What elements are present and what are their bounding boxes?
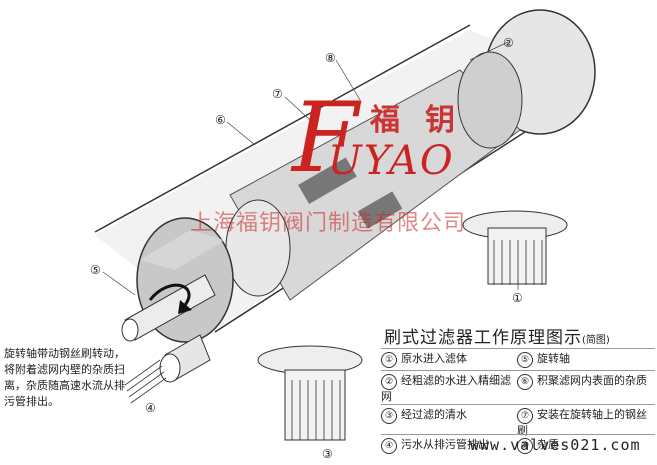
legend-item: ⑤ 旋转轴: [517, 352, 655, 368]
legend-num: ②: [381, 374, 397, 390]
legend-num: ⑦: [517, 408, 533, 424]
legend-divider: [381, 404, 655, 405]
website-url: www.valves021.com: [470, 436, 641, 454]
legend-num: ①: [381, 352, 397, 368]
outlet-pipe: [257, 345, 363, 441]
legend-text: 经粗滤的水进入精细滤网: [381, 374, 511, 403]
legend-text: 经过滤的清水: [401, 408, 467, 421]
legend-num: ④: [381, 438, 397, 454]
brand-char-1: 福: [370, 103, 400, 138]
brand-logo-letter: F: [292, 82, 359, 194]
legend-text: 原水进入滤体: [401, 352, 467, 365]
legend-item: ④ 污水从排污管排出: [381, 438, 511, 454]
callout-2: ②: [503, 36, 514, 50]
legend-item: ⑥ 积聚滤网内表面的杂质: [517, 374, 655, 390]
company-watermark: 上海福钥阀门制造有限公司: [190, 211, 467, 236]
filter-screen: [225, 51, 523, 301]
callout-4: ④: [145, 401, 156, 415]
callout-3: ③: [322, 447, 333, 461]
inlet-pipe: [462, 210, 568, 285]
callout-leaders: [102, 41, 519, 296]
legend-text: 污水从排污管排出: [401, 438, 489, 451]
brand-char-2: 钥: [425, 103, 455, 138]
legend-text: 杂质: [537, 438, 559, 451]
legend-item: ① 原水进入滤体: [381, 352, 511, 368]
legend-num: ③: [381, 408, 397, 424]
legend-divider: [381, 370, 655, 371]
brush-note: 旋转轴带动钢丝刷转动，将附着滤网内壁的杂质扫离，杂质随高速水流从排污管排出。: [4, 347, 125, 408]
legend-text: 安装在旋转轴上的钢丝刷: [517, 408, 647, 437]
legend-num: ⑥: [517, 374, 533, 390]
brand-name: UYAO: [328, 138, 455, 184]
callout-1: ①: [512, 291, 523, 305]
legend-item: ③ 经过滤的清水: [381, 408, 511, 424]
legend-title: 刷式过滤器工作原理图示(简图): [384, 323, 610, 348]
legend-title-text: 刷式过滤器工作原理图示: [384, 328, 582, 348]
legend-subtitle: (简图): [582, 335, 610, 346]
legend-num: ⑧: [517, 438, 533, 454]
wire-brush: [298, 157, 403, 229]
callout-8: ⑧: [325, 51, 336, 65]
legend-divider: [381, 348, 655, 349]
legend-text: 旋转轴: [537, 352, 570, 365]
legend-item: ⑧ 杂质: [517, 438, 655, 454]
legend-text: 积聚滤网内表面的杂质: [537, 374, 647, 387]
callout-7: ⑦: [272, 87, 283, 101]
callout-6: ⑥: [215, 113, 226, 127]
legend-num: ⑤: [517, 352, 533, 368]
callout-5: ⑤: [90, 263, 101, 277]
rotating-shaft: [121, 274, 216, 342]
legend-divider: [381, 434, 655, 435]
drain-pipe: [124, 334, 211, 404]
